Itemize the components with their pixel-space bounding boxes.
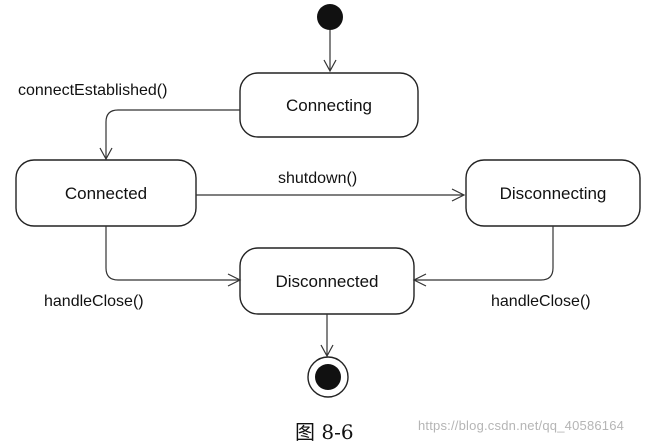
connect-established-label: connectEstablished()	[18, 82, 167, 99]
handle-close-left-label: handleClose()	[44, 293, 144, 310]
connect-established-arrowhead	[99, 147, 113, 161]
state-connecting-label: Connecting	[286, 96, 372, 115]
handle-close-left-arrow	[105, 226, 239, 281]
final-state-dot	[315, 364, 341, 390]
handle-close-right-label: handleClose()	[491, 293, 591, 310]
initial-transition-arrowhead	[323, 59, 337, 73]
shutdown-label: shutdown()	[278, 170, 357, 187]
final-transition-arrowhead	[320, 344, 334, 358]
initial-state-node	[317, 4, 343, 30]
connect-established-arrow	[105, 109, 240, 158]
handle-close-right-arrowhead	[412, 273, 427, 287]
figure-caption: 图 8-6	[295, 420, 354, 444]
state-connecting	[239, 72, 419, 138]
state-disconnected-label: Disconnected	[275, 272, 378, 291]
shutdown-arrowhead	[451, 188, 466, 202]
state-disconnecting-label: Disconnecting	[500, 184, 607, 203]
handle-close-left-arrowhead	[227, 273, 242, 287]
state-connected-label: Connected	[65, 184, 147, 203]
handle-close-right-arrow	[415, 226, 554, 281]
watermark: https://blog.csdn.net/qq_40586164	[418, 418, 625, 433]
